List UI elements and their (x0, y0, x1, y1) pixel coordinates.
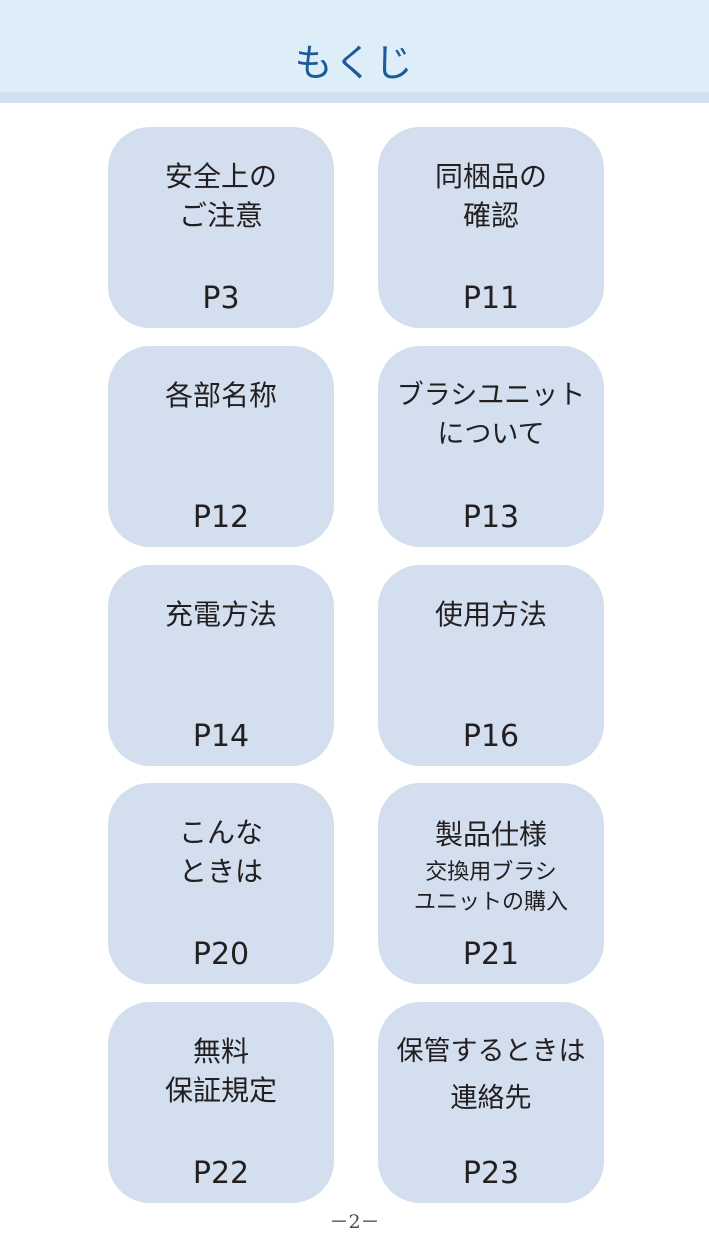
toc-item-page: P22 (192, 1156, 250, 1191)
toc-item-title: 保管するときは 連絡先 (396, 1036, 586, 1114)
toc-item-title: 安全上の ご注意 (164, 160, 277, 232)
toc-item-title: 製品仕様 (434, 818, 547, 851)
toc-item-charging[interactable]: 充電方法 P14 (108, 565, 334, 766)
toc-item-page: P23 (462, 1156, 520, 1191)
toc-item-title: こんな ときは (178, 816, 263, 888)
toc-item-troubleshooting[interactable]: こんな ときは P20 (108, 783, 334, 984)
page-title: もくじ (294, 41, 415, 85)
page-number: －2－ (329, 1211, 380, 1233)
toc-item-title: 各部名称 (164, 379, 277, 412)
toc-item-brush-unit[interactable]: ブラシユニット について P13 (378, 346, 604, 547)
toc-item-page: P21 (462, 937, 520, 972)
toc-item-part-names[interactable]: 各部名称 P12 (108, 346, 334, 547)
toc-item-usage[interactable]: 使用方法 P16 (378, 565, 604, 766)
toc-item-title: 同梱品の 確認 (434, 160, 547, 232)
toc-item-contents-check[interactable]: 同梱品の 確認 P11 (378, 127, 604, 328)
toc-item-page: P16 (462, 719, 520, 754)
toc-item-page: P14 (192, 719, 250, 754)
toc-item-safety[interactable]: 安全上の ご注意 P3 (108, 127, 334, 328)
toc-item-title: 使用方法 (434, 598, 547, 631)
header-divider (0, 92, 709, 103)
toc-item-specifications[interactable]: 製品仕様 交換用ブラシ ユニットの購入 P21 (378, 783, 604, 984)
toc-item-storage-contact[interactable]: 保管するときは 連絡先 P23 (378, 1002, 604, 1203)
toc-item-page: P3 (202, 281, 240, 316)
toc-item-page: P13 (462, 500, 520, 535)
toc-item-title: 充電方法 (164, 598, 277, 631)
toc-item-page: P11 (462, 281, 520, 316)
toc-item-subtitle: 交換用ブラシ ユニットの購入 (413, 860, 568, 915)
toc-item-title: ブラシユニット について (396, 380, 586, 450)
toc-item-warranty[interactable]: 無料 保証規定 P22 (108, 1002, 334, 1203)
toc-item-page: P12 (192, 500, 250, 535)
toc-item-page: P20 (192, 937, 250, 972)
header-band (0, 0, 709, 92)
toc-item-title: 無料 保証規定 (164, 1035, 277, 1107)
